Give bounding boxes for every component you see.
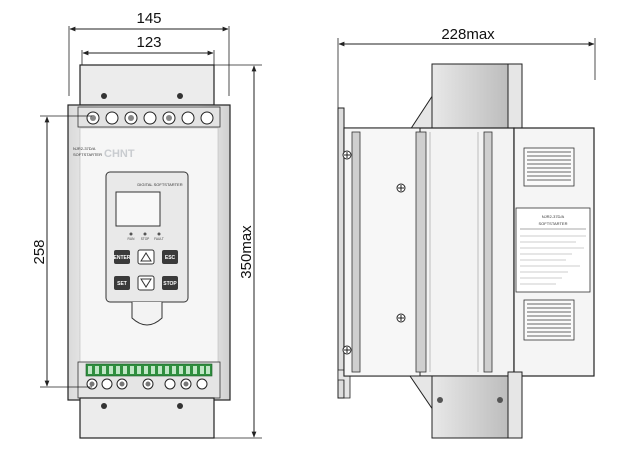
top-mounting-bracket — [79, 64, 215, 106]
dimension-228max-label: 228max — [441, 26, 495, 43]
model-line-1: NJR2-37D/A — [73, 146, 96, 151]
led-label-stop: STOP — [141, 237, 150, 241]
status-leds: RUN STOP FAULT — [128, 232, 164, 241]
enter-key[interactable]: ENTER — [114, 250, 131, 264]
bottom-terminal-screws — [86, 378, 208, 390]
down-key[interactable] — [137, 275, 155, 291]
side-bottom-bracket-body — [431, 375, 509, 439]
brand-logo-text: CHNT — [104, 148, 135, 160]
dimension-350max-label: 350max — [238, 225, 255, 279]
green-terminal-slots — [88, 366, 210, 374]
dimension-total-height: 350max — [214, 64, 262, 439]
dimension-123-label: 123 — [136, 34, 161, 51]
side-top-rear-housing — [507, 63, 523, 135]
esc-key-label: ESC — [165, 255, 176, 261]
model-line-2: SOFTSTARTER — [73, 152, 102, 157]
lcd-display — [115, 191, 161, 227]
side-bottom-rear-housing — [507, 371, 523, 439]
dimension-width-inner: 123 — [81, 34, 215, 66]
led-label-fault: FAULT — [154, 237, 164, 241]
bottom-vent-slots — [523, 299, 575, 341]
bottom-bracket-hole-left — [101, 403, 107, 409]
bottom-bracket-hole-right — [177, 403, 183, 409]
enter-key-label: ENTER — [114, 255, 131, 261]
nameplate-model: NJR2-37D/A — [542, 214, 565, 219]
up-key[interactable] — [137, 249, 155, 265]
side-screws — [342, 150, 406, 355]
side-view: 228max — [337, 26, 596, 439]
stop-key-label: STOP — [163, 281, 177, 287]
set-key[interactable]: SET — [114, 276, 130, 290]
side-bottom-bolt-2 — [497, 397, 503, 403]
side-nameplate: NJR2-37D/A SOFTSTARTER — [515, 207, 591, 293]
dimension-258-label: 258 — [31, 239, 48, 264]
dimension-mount-height: 258 — [31, 115, 92, 388]
set-key-label: SET — [117, 281, 127, 287]
dimension-145-label: 145 — [136, 10, 161, 27]
nameplate-title: SOFTSTARTER — [539, 221, 568, 226]
up-arrow-icon — [140, 252, 152, 262]
heatsink-fin-2 — [415, 131, 427, 373]
side-top-bracket-body — [431, 63, 509, 131]
side-bottom-bolt — [437, 397, 443, 403]
dimension-depth: 228max — [337, 26, 596, 108]
display-header: DIGITAL SOFTSTARTER — [137, 182, 182, 187]
top-bracket-hole-left — [101, 93, 107, 99]
stop-key[interactable]: STOP — [162, 276, 178, 290]
heatsink-fin-3 — [483, 131, 493, 373]
esc-key[interactable]: ESC — [162, 250, 178, 264]
heatsink-fin-1 — [351, 131, 361, 373]
keypad-pull-tab — [131, 302, 163, 326]
top-bracket-hole-right — [177, 93, 183, 99]
top-vent-slots — [523, 147, 575, 187]
down-arrow-icon — [140, 278, 152, 288]
led-label-run: RUN — [128, 237, 136, 241]
top-terminal-screws — [86, 111, 214, 125]
side-mounting-plate — [337, 107, 345, 399]
bottom-mounting-bracket — [79, 397, 215, 439]
front-view: 145 123 NJR2-37D/ — [31, 10, 262, 439]
dimension-width-outer: 145 — [68, 10, 230, 96]
